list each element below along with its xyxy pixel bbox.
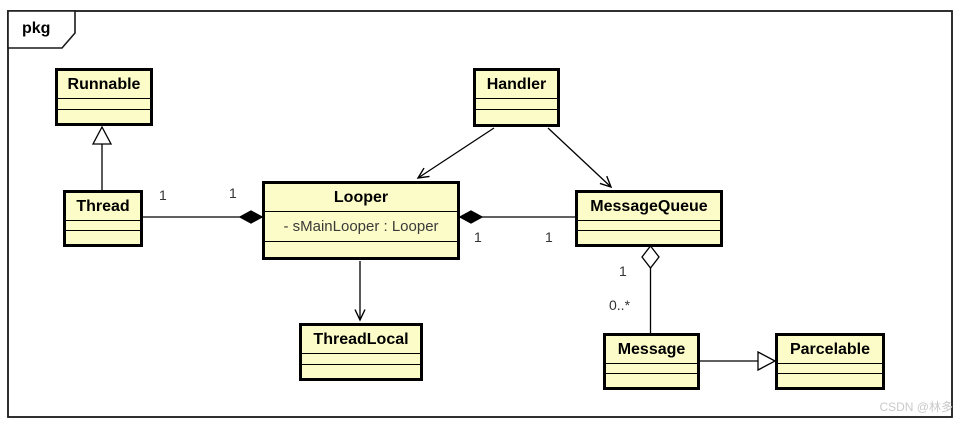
class-name-label: Handler	[476, 71, 557, 99]
class-threadlocal[interactable]: ThreadLocal	[299, 323, 423, 381]
class-name-label: Runnable	[58, 71, 150, 99]
methods-compartment	[58, 110, 150, 123]
attributes-compartment	[606, 364, 697, 375]
class-name-label: Parcelable	[778, 336, 882, 364]
class-thread[interactable]: Thread	[63, 190, 143, 247]
class-handler[interactable]: Handler	[473, 68, 560, 127]
methods-compartment	[778, 374, 882, 387]
multiplicity-looper-right-side: 1	[474, 229, 482, 245]
class-name-label: Looper	[265, 184, 457, 212]
multiplicity-looper-left-side: 1	[229, 185, 237, 201]
methods-compartment	[265, 242, 457, 257]
filled-diamond-icon	[238, 210, 264, 224]
edge-messagequeue-message-aggregation	[641, 244, 660, 333]
package-label: pkg	[22, 20, 51, 37]
class-name-label: MessageQueue	[578, 193, 720, 221]
hollow-diamond-icon	[641, 244, 660, 270]
attributes-compartment	[58, 99, 150, 110]
multiplicity-messagequeue-side: 1	[545, 229, 553, 245]
watermark-text: CSDN @林多	[879, 400, 953, 414]
attributes-compartment	[476, 99, 557, 111]
class-name-label: Thread	[66, 193, 140, 221]
multiplicity-aggregation-one: 1	[619, 263, 627, 279]
attributes-compartment	[778, 364, 882, 375]
hollow-triangle-icon	[91, 125, 113, 145]
class-runnable[interactable]: Runnable	[55, 68, 153, 126]
attributes-compartment	[578, 221, 720, 232]
attribute-smainlooper: - sMainLooper : Looper	[265, 212, 457, 242]
methods-compartment	[578, 231, 720, 244]
edge-handler-looper-association	[416, 127, 495, 179]
class-message[interactable]: Message	[603, 333, 700, 390]
edge-handler-messagequeue-association	[547, 127, 613, 189]
methods-compartment	[66, 231, 140, 244]
class-parcelable[interactable]: Parcelable	[775, 333, 885, 390]
attributes-compartment	[66, 221, 140, 232]
class-name-label: ThreadLocal	[302, 326, 420, 354]
attributes-compartment	[302, 354, 420, 365]
methods-compartment	[476, 110, 557, 124]
methods-compartment	[302, 365, 420, 378]
multiplicity-aggregation-many: 0..*	[609, 297, 631, 313]
edge-thread-looper-composition	[143, 210, 264, 224]
class-looper[interactable]: Looper - sMainLooper : Looper	[262, 181, 460, 260]
multiplicity-thread-side: 1	[159, 187, 167, 203]
edge-message-parcelable-generalization	[700, 350, 777, 372]
edge-looper-messagequeue-composition	[458, 210, 575, 224]
class-name-label: Message	[606, 336, 697, 364]
methods-compartment	[606, 374, 697, 387]
class-messagequeue[interactable]: MessageQueue	[575, 190, 723, 247]
filled-diamond-icon	[458, 210, 484, 224]
edge-thread-runnable-generalization	[91, 125, 113, 190]
hollow-triangle-icon	[757, 350, 777, 372]
